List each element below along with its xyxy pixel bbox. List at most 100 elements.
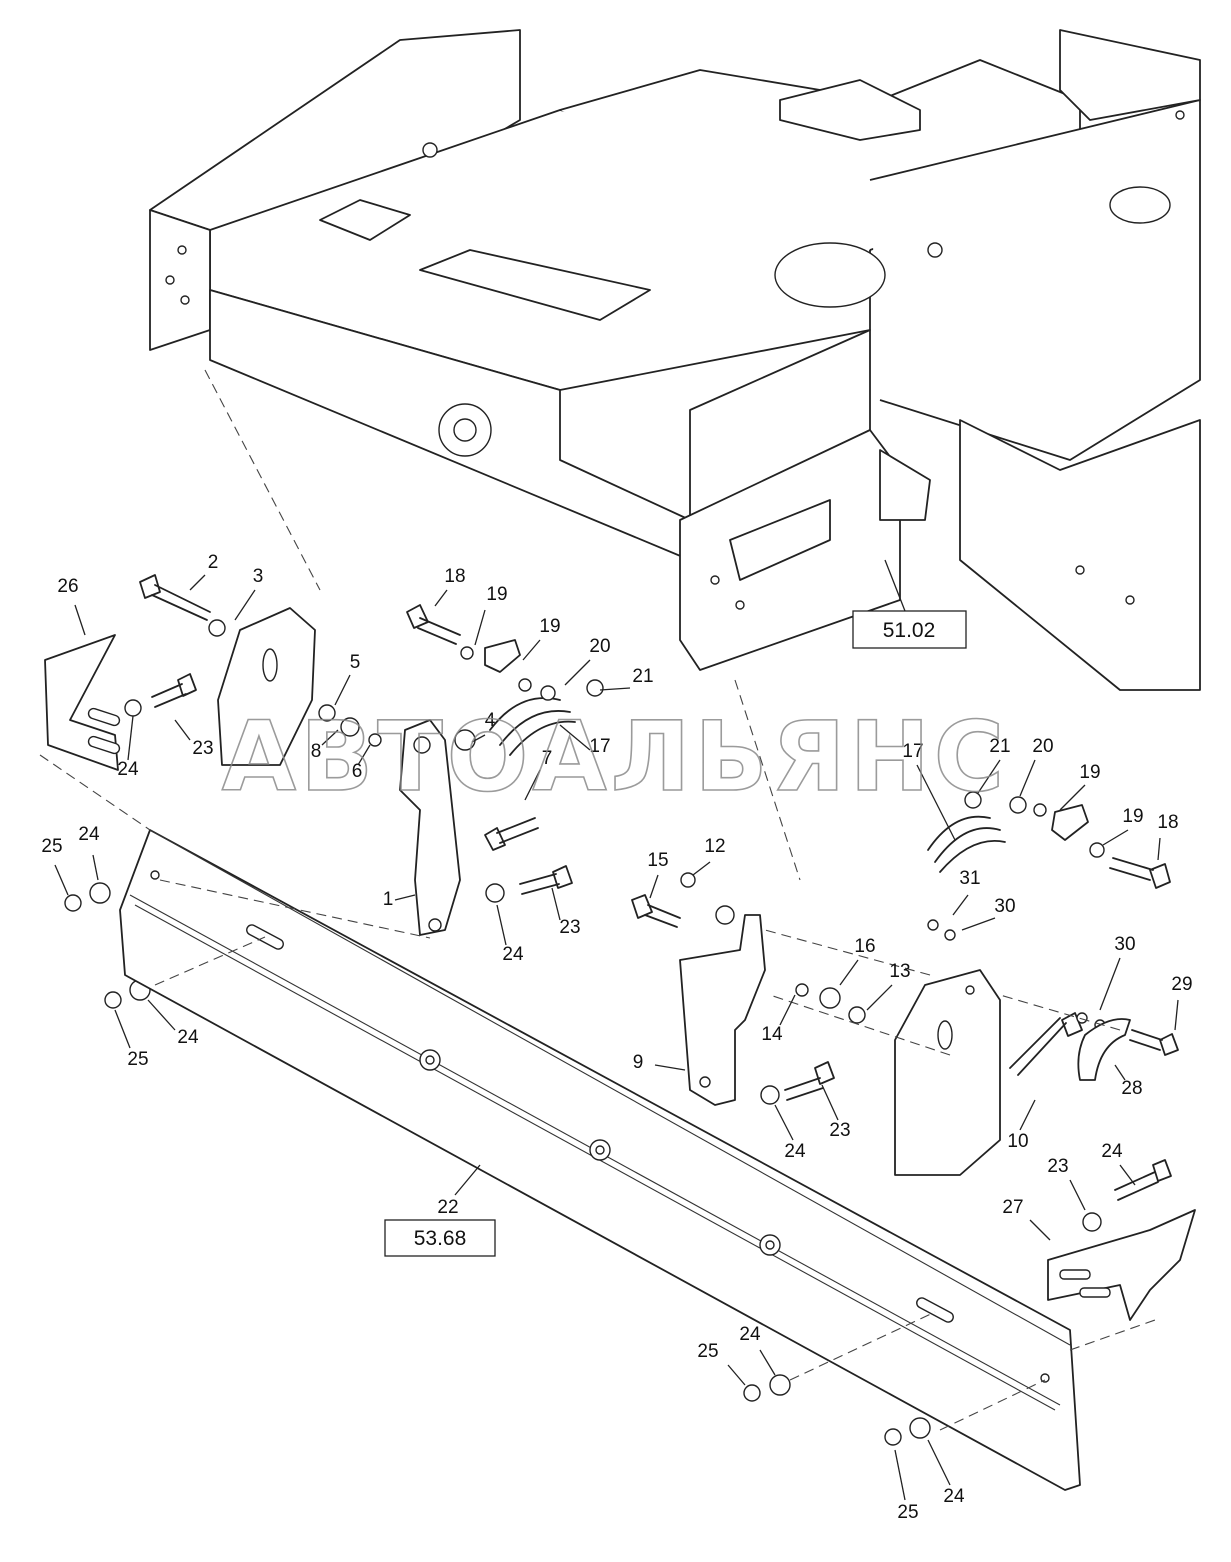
callout-15[interactable]: 15: [647, 850, 669, 899]
callout-25[interactable]: 25: [41, 836, 69, 896]
callout-25[interactable]: 25: [697, 1341, 746, 1386]
callout-number: 26: [57, 576, 78, 597]
callout-24[interactable]: 24: [496, 904, 524, 965]
callout-3[interactable]: 3: [234, 566, 263, 621]
callout-number: 25: [897, 1502, 918, 1523]
washer-24-left: [124, 699, 142, 717]
callout-8[interactable]: 8: [311, 729, 339, 762]
callout-14[interactable]: 14: [761, 994, 796, 1045]
callout-leader-line: [1059, 784, 1086, 811]
bolt-10: [1009, 1012, 1083, 1076]
callout-leader-line: [1019, 1099, 1036, 1131]
lever-1: [399, 719, 461, 936]
callout-17[interactable]: 17: [902, 741, 956, 841]
callout-21[interactable]: 21: [599, 666, 654, 691]
callout-25[interactable]: 25: [894, 1449, 919, 1523]
callout-23[interactable]: 23: [551, 887, 581, 938]
callout-23[interactable]: 23: [1047, 1156, 1086, 1211]
callout-10[interactable]: 10: [1007, 1099, 1036, 1152]
callout-19[interactable]: 19: [1059, 762, 1101, 811]
callout-9[interactable]: 9: [633, 1052, 686, 1073]
callout-24[interactable]: 24: [774, 1104, 806, 1162]
callout-1[interactable]: 1: [383, 889, 416, 910]
callout-24[interactable]: 24: [1101, 1141, 1136, 1186]
bolt-23-mid: [519, 865, 573, 895]
callout-number: 18: [1157, 812, 1178, 833]
callout-18[interactable]: 18: [434, 566, 466, 607]
callout-27[interactable]: 27: [1002, 1197, 1051, 1241]
callout-20[interactable]: 20: [1019, 736, 1054, 797]
callout-leader-line: [127, 715, 134, 761]
callout-number: 23: [559, 917, 580, 938]
callout-4[interactable]: 4: [471, 710, 496, 743]
callout-number: 24: [502, 944, 524, 965]
callout-19[interactable]: 19: [1102, 806, 1144, 846]
callout-30[interactable]: 30: [1099, 934, 1136, 1011]
callout-leader-line: [839, 959, 859, 986]
callout-number: 20: [589, 636, 610, 657]
callout-24[interactable]: 24: [117, 715, 139, 780]
callout-number: 17: [902, 741, 923, 762]
callout-18[interactable]: 18: [1157, 812, 1179, 861]
callout-number: 8: [311, 741, 322, 762]
callout-23[interactable]: 23: [174, 719, 214, 759]
callout-leader-line: [977, 759, 1001, 794]
callout-leader-line: [927, 1439, 951, 1486]
spring-17-right: [927, 815, 1006, 873]
callout-21[interactable]: 21: [977, 736, 1011, 794]
callout-number: 19: [1079, 762, 1100, 783]
callout-leader-line: [434, 589, 448, 607]
callout-leader-line: [1102, 829, 1129, 846]
callout-26[interactable]: 26: [57, 576, 86, 636]
reference-box-53-68[interactable]: 53.68: [384, 1219, 496, 1257]
callout-number: 22: [437, 1197, 458, 1218]
bolt-7: [484, 817, 539, 851]
callout-25[interactable]: 25: [114, 1009, 149, 1070]
callout-30[interactable]: 30: [961, 896, 1016, 931]
callout-13[interactable]: 13: [866, 961, 911, 1011]
callout-leader-line: [1119, 1164, 1136, 1186]
callout-number: 31: [959, 868, 980, 889]
bolt-23-far-right: [1114, 1159, 1172, 1201]
bracket-27: [1047, 1209, 1196, 1321]
bolt-23-right: [784, 1061, 835, 1101]
bracket-19-right: [1051, 804, 1089, 841]
bolt-18-left: [406, 604, 461, 645]
callout-7[interactable]: 7: [524, 748, 552, 801]
callout-23[interactable]: 23: [821, 1084, 851, 1141]
callout-number: 13: [889, 961, 910, 982]
callout-leader-line: [779, 994, 796, 1026]
callout-leader-line: [952, 894, 969, 916]
callout-28[interactable]: 28: [1114, 1064, 1143, 1099]
callout-16[interactable]: 16: [839, 936, 876, 986]
washer-3: [208, 619, 226, 637]
callout-24[interactable]: 24: [927, 1439, 965, 1507]
callout-19[interactable]: 19: [522, 616, 561, 661]
callout-31[interactable]: 31: [952, 868, 981, 916]
callout-29[interactable]: 29: [1171, 974, 1193, 1031]
callout-2[interactable]: 2: [189, 552, 218, 591]
callout-22[interactable]: 22: [437, 1164, 481, 1218]
callout-number: 24: [78, 824, 100, 845]
callout-6[interactable]: 6: [352, 744, 371, 782]
callout-5[interactable]: 5: [334, 652, 360, 706]
callout-number: 25: [41, 836, 62, 857]
callout-number: 24: [1101, 1141, 1123, 1162]
callout-24[interactable]: 24: [739, 1324, 776, 1376]
callout-number: 15: [647, 850, 668, 871]
callout-24[interactable]: 24: [78, 824, 100, 881]
reference-box-51-02[interactable]: 51.02: [852, 559, 967, 649]
callout-leader-line: [1174, 999, 1179, 1031]
callout-leader-line: [357, 744, 371, 766]
callout-leader-line: [599, 687, 631, 691]
callout-leader-line: [649, 874, 659, 899]
callout-leader-line: [1019, 759, 1036, 797]
callout-19[interactable]: 19: [474, 584, 508, 646]
callout-17[interactable]: 17: [559, 724, 611, 757]
callout-leader-line: [821, 1084, 839, 1121]
callout-20[interactable]: 20: [564, 636, 611, 686]
callout-24[interactable]: 24: [147, 999, 199, 1048]
callout-number: 27: [1002, 1197, 1023, 1218]
callout-12[interactable]: 12: [692, 836, 726, 876]
